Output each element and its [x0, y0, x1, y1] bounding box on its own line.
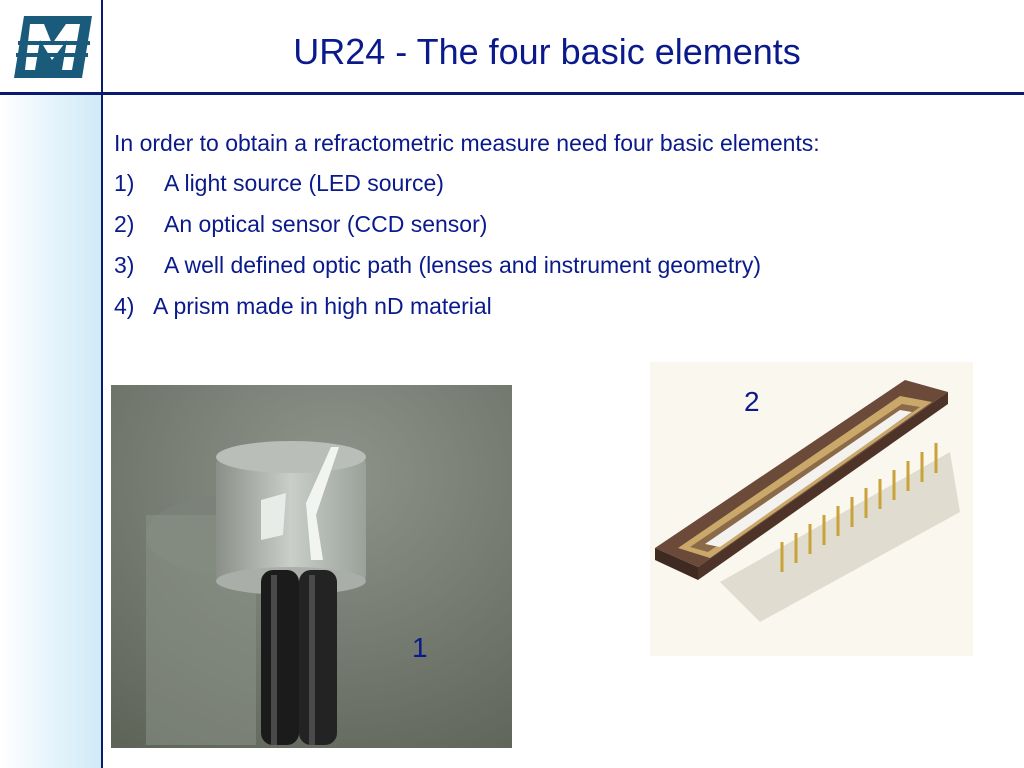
ccd-sensor-photo — [650, 362, 973, 656]
led-source-image — [111, 385, 512, 748]
list-item-number: 4) — [114, 293, 135, 319]
list-item: 2) An optical sensor (CCD sensor) — [114, 207, 1014, 248]
list-item: 3) A well defined optic path (lenses and… — [114, 248, 1014, 289]
list-item-number: 3) — [114, 252, 135, 278]
list-item: 4) A prism made in high nD material — [114, 289, 1014, 330]
list-item-text: A well defined optic path (lenses and in… — [164, 252, 762, 278]
company-logo-icon — [14, 16, 92, 78]
vertical-divider — [101, 0, 103, 768]
list-item-text: A light source (LED source) — [164, 170, 444, 196]
list-item-text: An optical sensor (CCD sensor) — [164, 211, 488, 237]
list-item-number: 1) — [114, 170, 135, 196]
header-divider — [0, 92, 1024, 95]
led-figure-label: 1 — [412, 632, 428, 663]
led-source-photo — [111, 385, 512, 748]
slide-title: UR24 - The four basic elements — [293, 31, 801, 72]
slide-body: In order to obtain a refractometric meas… — [114, 126, 1014, 330]
ccd-figure-label: 2 — [744, 386, 760, 417]
ccd-sensor-image — [655, 380, 960, 622]
side-gradient-strip — [0, 94, 102, 768]
list-item-number: 2) — [114, 211, 135, 237]
intro-text: In order to obtain a refractometric meas… — [114, 130, 820, 156]
list-item-text: A prism made in high nD material — [153, 293, 492, 319]
list-item: 1) A light source (LED source) — [114, 166, 1014, 207]
